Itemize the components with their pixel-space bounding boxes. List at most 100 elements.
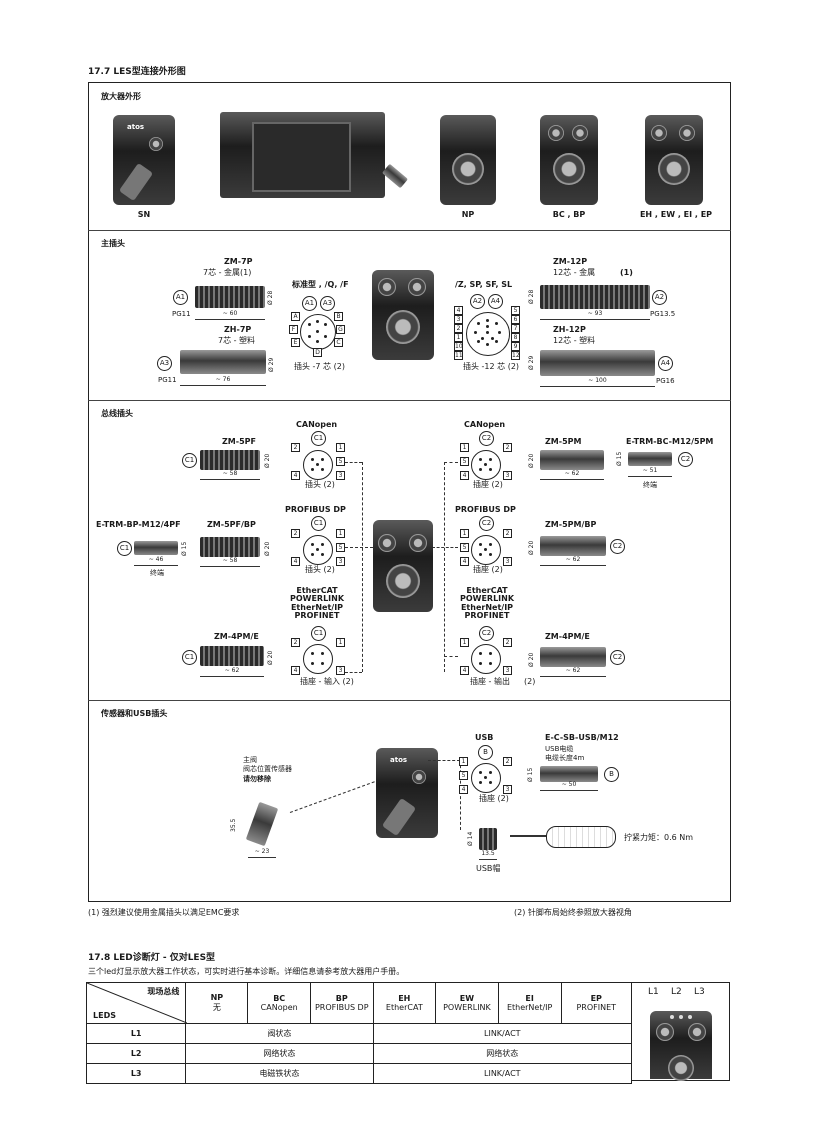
usb-cap-width: 13.5: [479, 850, 497, 860]
zm7p-diameter: Ø 28: [267, 290, 274, 305]
pin-face-5: [471, 535, 501, 565]
led-dot: [688, 1015, 692, 1019]
zm4pme-left-name: ZM-4PM/E: [214, 632, 259, 641]
amp-side-body: [252, 122, 351, 192]
zsp-pin: 10: [454, 342, 463, 351]
amp-bc-device: [540, 115, 598, 205]
zsp-pin: 11: [454, 351, 463, 360]
zsp-pin: 7: [511, 324, 520, 333]
code-a3: A3: [157, 356, 172, 371]
pin: 5: [460, 457, 469, 466]
zm5pf-length: ~ 58: [200, 470, 260, 480]
corner-diagonal: [87, 983, 187, 1023]
zm7p-desc: 7芯 - 金属(1): [203, 268, 252, 277]
led-dot: [679, 1015, 683, 1019]
code-c1: C1: [311, 626, 326, 641]
profibus-left-caption: 插头 (2): [305, 565, 335, 574]
amp-label-np: NP: [461, 210, 475, 219]
corner-bottom: LEDS: [93, 1011, 116, 1020]
pin: 4: [460, 666, 469, 675]
pin: 2: [291, 443, 300, 452]
zm5pfbp-length: ~ 58: [200, 557, 260, 567]
zsp-title: /Z, SP, SF, SL: [455, 280, 513, 289]
bus-port-out: [679, 125, 695, 141]
pin: 4: [460, 557, 469, 566]
zh7p-name: ZH-7P: [224, 325, 252, 334]
code-c2: C2: [479, 626, 494, 641]
pin-face-12: [466, 312, 510, 356]
brand-logo: atos: [127, 123, 145, 131]
sensor-height: 35.5: [230, 818, 237, 832]
led-label-l1: L1: [648, 987, 659, 997]
pin: 4: [291, 666, 300, 675]
zh7p-diameter: Ø 29: [268, 357, 275, 372]
bus-port-in: [651, 125, 667, 141]
zh7p-connector: [180, 350, 266, 374]
pin: 3: [503, 785, 512, 794]
zm7p-name: ZM-7P: [224, 257, 253, 266]
led-cell: L3: [85, 1063, 187, 1084]
pin: 5: [460, 543, 469, 552]
etrm-bc-caption: 终端: [643, 481, 657, 489]
status-cell: 电磁铁状态: [185, 1063, 374, 1084]
wire: [444, 656, 458, 657]
amp-eh-device: [645, 115, 703, 205]
canopen-left-title: CANopen: [296, 420, 338, 429]
profibus-right-title: PROFIBUS DP: [455, 505, 516, 514]
pin: 3: [503, 666, 512, 675]
separator: [88, 700, 731, 701]
bus-port: [548, 125, 564, 141]
etrm-bc-name: E-TRM-BC-M12/5PM: [626, 437, 714, 446]
led-dot: [670, 1015, 674, 1019]
std-pin-c: C: [334, 338, 343, 347]
pin: 4: [459, 785, 468, 794]
std-title: 标准型 , /Q, /F: [292, 280, 349, 289]
std-caption: 插头 -7 芯 (2): [294, 362, 345, 371]
pin: 3: [336, 471, 345, 480]
usb-cable-name: E-C-SB-USB/M12: [545, 733, 619, 742]
led-cell: L1: [85, 1023, 187, 1044]
pin: 5: [336, 457, 345, 466]
status-cell: LINK/ACT: [372, 1023, 633, 1044]
etrm-bc-diameter: Ø 15: [616, 451, 623, 466]
led-cell: L2: [85, 1043, 187, 1064]
code-a1: A1: [302, 296, 317, 311]
usb-port: [412, 770, 426, 784]
zsp-pin: 3: [454, 315, 463, 324]
wire: [428, 760, 460, 761]
bus-port: [378, 534, 396, 552]
sensor-plug: [118, 162, 154, 202]
main-port: [668, 1055, 694, 1081]
pin-face-7: [300, 314, 336, 350]
code-a4: A4: [658, 356, 673, 371]
zm4pme-right-length: ~ 62: [540, 667, 606, 677]
corner-cell: 现场总线 LEDS: [85, 982, 187, 1024]
pin: 2: [503, 638, 512, 647]
pin: 2: [503, 443, 512, 452]
zsp-pin: 1: [454, 333, 463, 342]
zm5pfbp-diameter: Ø 20: [264, 541, 271, 556]
brand-logo: atos: [390, 756, 408, 764]
profibus-right-caption: 插座 (2): [473, 565, 503, 574]
pin: 3: [503, 471, 512, 480]
etrm-bp-connector: [134, 541, 178, 555]
pin-face-5: [471, 450, 501, 480]
bus-port: [409, 534, 427, 552]
pin: 2: [503, 757, 512, 766]
zm5pm-length: ~ 62: [540, 470, 604, 480]
pin: 1: [459, 757, 468, 766]
section-title-17-7: 17.7 LES型连接外形图: [88, 67, 186, 77]
table-row: L3 电磁铁状态 LINK/ACT: [85, 1063, 633, 1084]
std-pin-a: A: [291, 312, 300, 321]
canopen-right-title: CANopen: [464, 420, 506, 429]
zm5pfbp-connector: [200, 537, 260, 557]
amp-label-bc-bp: BC , BP: [552, 210, 586, 219]
usb-title: USB: [475, 733, 494, 742]
zm12p-note: (1): [620, 268, 633, 277]
etrm-bp-length: ~ 46: [134, 556, 178, 566]
zsp-pin: 2: [454, 324, 463, 333]
zsp-pin: 6: [511, 315, 520, 324]
wire: [432, 547, 458, 548]
